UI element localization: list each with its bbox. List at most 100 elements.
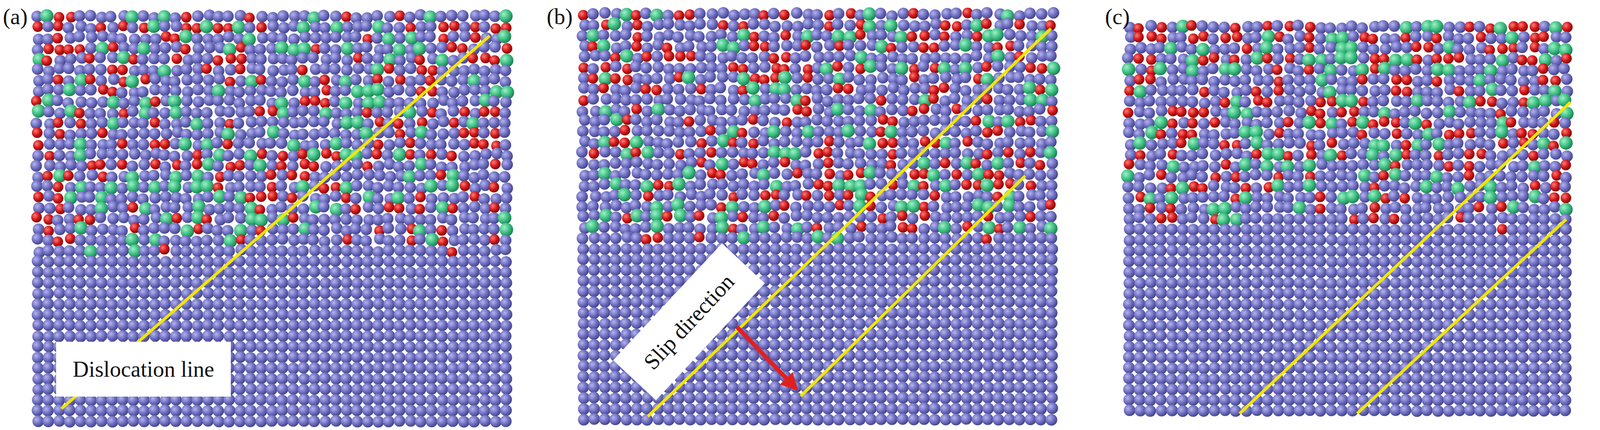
atom — [287, 298, 300, 310]
atom — [500, 287, 513, 300]
atom — [404, 266, 417, 279]
atom — [297, 104, 309, 117]
atom — [287, 255, 300, 268]
atom — [116, 50, 131, 65]
atom — [447, 276, 459, 289]
atom — [328, 62, 341, 75]
atom — [341, 244, 353, 257]
atom — [42, 372, 54, 385]
atom — [297, 329, 310, 342]
atom — [576, 146, 588, 158]
atom — [74, 276, 87, 288]
atom — [425, 266, 438, 278]
atom — [116, 148, 129, 161]
atom — [588, 285, 600, 298]
atom — [159, 414, 171, 427]
atom — [106, 255, 119, 268]
atom — [382, 179, 395, 192]
atom — [478, 329, 491, 342]
atom — [488, 73, 501, 85]
atom — [94, 51, 106, 64]
atom — [319, 265, 331, 278]
atom — [447, 415, 459, 427]
atom — [64, 233, 76, 244]
atom — [373, 329, 385, 342]
atom — [478, 126, 490, 139]
atom — [468, 340, 480, 353]
atom — [446, 404, 459, 417]
atom — [309, 329, 321, 342]
atom — [588, 231, 601, 244]
atom — [319, 244, 331, 256]
atom — [242, 32, 256, 46]
atom — [160, 127, 173, 140]
atom — [125, 74, 139, 89]
atom — [74, 266, 87, 279]
atom — [598, 113, 611, 126]
atom — [588, 348, 600, 361]
atom — [138, 277, 150, 289]
atom — [275, 200, 287, 213]
atom — [244, 351, 257, 364]
atom — [392, 147, 407, 162]
atom — [277, 265, 289, 278]
atom — [52, 236, 63, 247]
atom — [620, 296, 632, 308]
atom — [391, 191, 405, 205]
atom — [117, 318, 130, 331]
atom — [416, 105, 428, 118]
atom — [415, 255, 428, 268]
atom — [32, 287, 45, 300]
atom — [458, 169, 470, 182]
atom — [308, 361, 321, 374]
atom — [52, 74, 64, 86]
atom — [118, 97, 130, 109]
atom — [383, 86, 395, 98]
atom — [489, 41, 501, 53]
atom — [351, 168, 364, 181]
atom — [95, 234, 108, 247]
atom — [287, 414, 300, 427]
atom — [629, 179, 642, 191]
atom — [319, 340, 331, 352]
atom — [117, 298, 129, 310]
atom — [255, 415, 268, 427]
atom — [425, 361, 438, 374]
atom — [500, 96, 512, 108]
atom — [599, 254, 612, 266]
atom — [372, 361, 385, 374]
atom — [149, 255, 161, 268]
atom — [308, 104, 320, 117]
atom — [414, 361, 427, 374]
atom — [424, 158, 437, 170]
atom — [372, 254, 384, 267]
atom — [137, 10, 150, 22]
atom — [43, 43, 55, 55]
atom — [42, 393, 55, 406]
atom — [225, 53, 237, 64]
atom — [309, 95, 321, 106]
atom — [287, 309, 300, 321]
atom — [191, 255, 204, 268]
atom — [117, 255, 129, 268]
atom — [383, 393, 395, 405]
atom — [351, 403, 363, 416]
atom — [587, 317, 600, 330]
atom — [468, 298, 481, 310]
atom — [598, 178, 611, 190]
atom — [619, 306, 632, 318]
atom — [233, 148, 245, 160]
atom — [212, 415, 225, 427]
atom — [30, 179, 43, 192]
atom — [244, 361, 257, 374]
atom — [181, 74, 194, 86]
atom — [201, 117, 214, 130]
atom — [415, 266, 427, 279]
atom — [598, 381, 611, 393]
atom — [457, 329, 470, 342]
atom — [319, 318, 332, 331]
atom — [233, 276, 246, 288]
atom — [435, 361, 448, 374]
atom — [499, 9, 513, 23]
atom — [116, 286, 129, 299]
